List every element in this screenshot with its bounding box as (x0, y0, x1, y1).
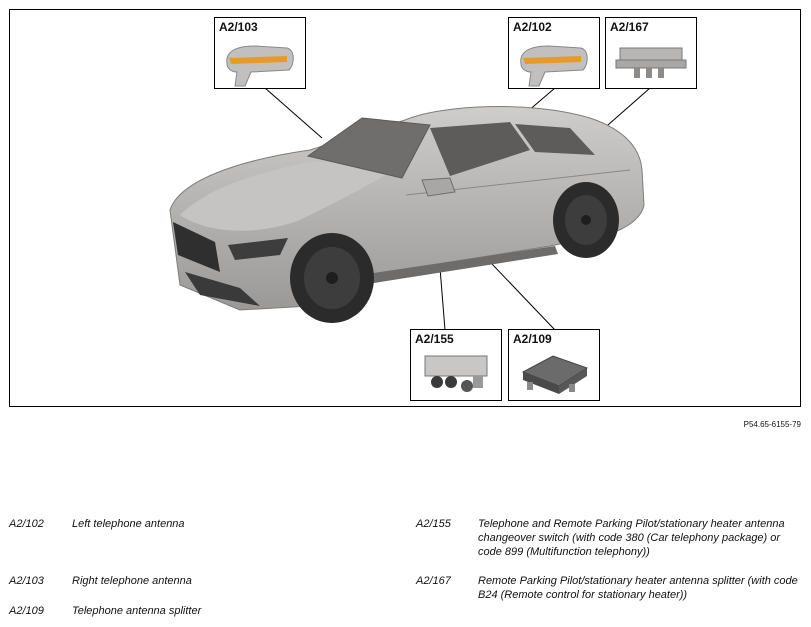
front-wheel (290, 233, 374, 323)
callout-code: A2/167 (610, 20, 649, 34)
leader-line-a2-167 (599, 87, 651, 133)
legend-code: A2/109 (9, 605, 44, 617)
callout-code: A2/109 (513, 332, 552, 346)
legend-description: Telephone antenna splitter (72, 605, 202, 617)
splitter-module-icon (615, 47, 687, 78)
figure-reference: P54.65-6155-79 (743, 420, 801, 429)
car-illustration (169, 87, 651, 331)
switch-module-icon (424, 355, 488, 392)
car-body (169, 106, 645, 311)
callout-code: A2/102 (513, 20, 552, 34)
callout-a2-167: A2/167 (605, 17, 697, 89)
legend-code: A2/102 (9, 518, 44, 530)
legend-code: A2/155 (416, 518, 451, 530)
mirror-icon (226, 45, 294, 87)
callout-code: A2/103 (219, 20, 258, 34)
callout-a2-155: A2/155 (410, 329, 502, 401)
legend-description: Left telephone antenna (72, 518, 185, 530)
callout-a2-103: A2/103 (214, 17, 306, 89)
callout-a2-102: A2/102 (508, 17, 600, 89)
legend-description: Telephone and Remote Parking Pilot/stati… (478, 518, 785, 558)
legend-description: Right telephone antenna (72, 575, 192, 587)
legend-code: A2/167 (416, 575, 451, 587)
leader-line-a2-103 (264, 87, 323, 139)
legend-description: Remote Parking Pilot/stationary heater a… (478, 575, 798, 601)
callout-a2-109: A2/109 (508, 329, 600, 401)
mirror-icon (520, 45, 588, 87)
splitter-box-icon (521, 355, 589, 394)
rear-wheel (553, 182, 619, 258)
legend-code: A2/103 (9, 575, 44, 587)
callout-code: A2/155 (415, 332, 454, 346)
figure-frame: A2/103 A2/102 A2/167 A2/155 (9, 9, 801, 407)
